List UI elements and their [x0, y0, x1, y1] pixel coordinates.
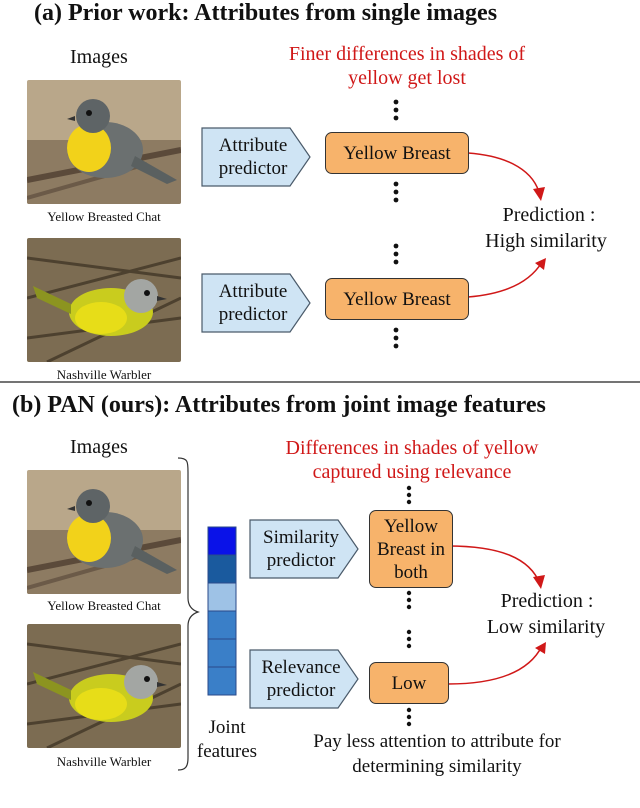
caption-a-2: Nashville Warbler — [56, 367, 152, 382]
bird-image-nashville-warbler-b — [27, 624, 181, 748]
feature-cell — [207, 582, 237, 612]
bottom-note: Pay less attention to attribute for dete… — [313, 731, 561, 777]
similarity-predictor: Similarity predictor — [263, 527, 339, 571]
joint-features-label: Joint features — [192, 716, 262, 764]
feature-cell — [207, 610, 237, 640]
relevance-predictor: Relevance predictor — [261, 657, 341, 701]
attribute-predictor-2: Attribute predictor — [218, 281, 288, 325]
attribute-box-yellow-breast-1: Yellow Breast — [325, 132, 469, 174]
similarity-output-box: Yellow Breast in both — [369, 510, 453, 588]
caption-b-2: Nashville Warbler — [56, 754, 152, 769]
caption-b-1: Yellow Breasted Chat — [47, 598, 161, 613]
feature-cell — [207, 638, 237, 668]
attribute-box-yellow-breast-2: Yellow Breast — [325, 278, 469, 320]
section-a-title: (a) Prior work: Attributes from single i… — [34, 0, 498, 26]
bird-image-nashville-warbler — [27, 238, 181, 362]
note-b: Differences in shades of yellow captured… — [285, 437, 539, 483]
feature-cell — [207, 666, 237, 696]
relevance-output-box: Low — [369, 662, 449, 704]
bird-image-yellow-breasted-chat — [27, 80, 181, 204]
joint-feature-vector — [207, 526, 237, 696]
note-a: Finer differences in shades of yellow ge… — [288, 43, 526, 89]
bird-image-yellow-breasted-chat-b — [27, 470, 181, 594]
section-b-title: (b) PAN (ours): Attributes from joint im… — [12, 392, 546, 418]
prediction-label-b: Prediction : — [500, 590, 594, 612]
feature-cell — [207, 526, 237, 556]
prediction-value-b: Low similarity — [486, 616, 606, 638]
prediction-label-a: Prediction : — [502, 204, 596, 226]
prediction-value-a: High similarity — [485, 230, 607, 252]
images-label-b: Images — [70, 436, 128, 458]
joint-features-text: Joint features — [196, 717, 258, 762]
attribute-predictor-1: Attribute predictor — [218, 135, 288, 179]
images-label-a: Images — [70, 46, 128, 68]
caption-a-1: Yellow Breasted Chat — [47, 209, 161, 224]
feature-cell — [207, 554, 237, 584]
